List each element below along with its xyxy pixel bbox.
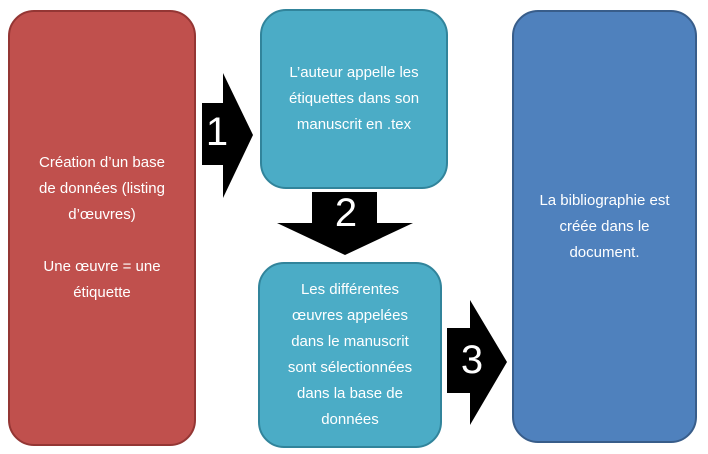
node-bibliography-created-text: La bibliographie est créée dans le docum… xyxy=(539,191,670,261)
node-author-calls-labels: L’auteur appelle les étiquettes dans son… xyxy=(260,9,448,189)
block-arrow-down-2-icon xyxy=(277,192,413,255)
block-arrow-right-3-icon xyxy=(447,300,507,425)
node-bibliography-created: La bibliographie est créée dans le docum… xyxy=(512,10,697,443)
node-works-selected-text: Les différentes œuvres appelées dans le … xyxy=(287,281,413,428)
block-arrow-right-1-icon xyxy=(202,73,253,198)
node-create-database: Création d’un base de données (listing d… xyxy=(8,10,196,446)
arrow-step-3-label: 3 xyxy=(460,338,484,383)
arrow-step-2-label: 2 xyxy=(334,191,358,236)
node-works-selected: Les différentes œuvres appelées dans le … xyxy=(258,262,442,448)
arrow-step-1-label: 1 xyxy=(205,110,229,155)
node-author-calls-labels-text: L’auteur appelle les étiquettes dans son… xyxy=(288,64,420,133)
node-create-database-text: Création d’un base de données (listing d… xyxy=(39,154,165,301)
